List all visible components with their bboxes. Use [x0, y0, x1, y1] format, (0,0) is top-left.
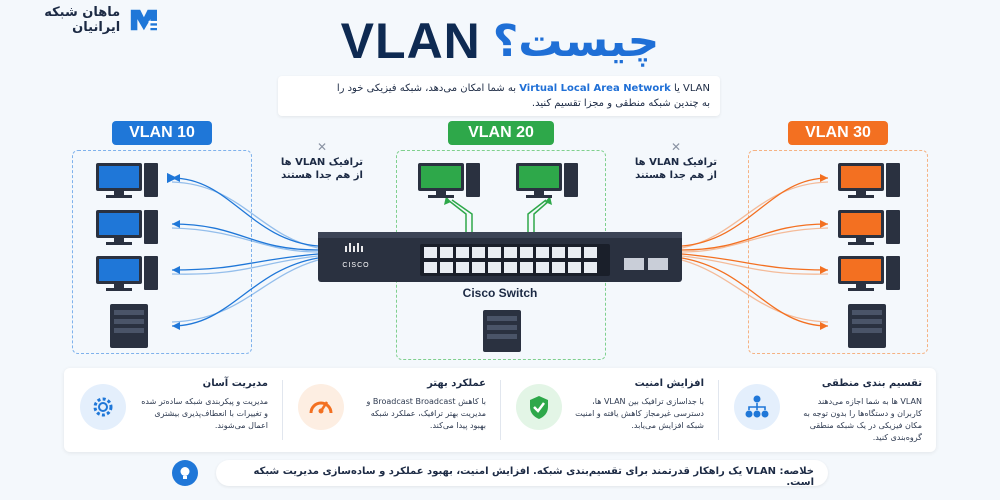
vlan-10-devices	[96, 163, 158, 348]
vlan-30-badge: VLAN 30	[788, 121, 888, 145]
summary-text: خلاصه: VLAN یک راهکار قدرتمند برای تقسیم…	[216, 460, 828, 488]
title-main: VLAN	[340, 13, 481, 69]
page-title: VLAN چیست؟	[280, 10, 720, 72]
separation-mark-right: ✕	[670, 140, 682, 154]
pc-icon	[838, 256, 900, 291]
divider	[500, 380, 501, 440]
traffic-note-left: ترافیک VLAN ها از هم جدا هستند	[272, 156, 372, 182]
divider	[718, 380, 719, 440]
gear-icon	[80, 384, 126, 430]
hierarchy-icon	[734, 384, 780, 430]
traffic-note-right: ترافیک VLAN ها از هم جدا هستند	[626, 156, 726, 182]
pc-icon	[96, 163, 158, 198]
server-icon	[848, 304, 886, 348]
traffic-note-right-line1: ترافیک VLAN ها	[634, 157, 718, 168]
vlan-10-links	[166, 172, 319, 327]
pc-icon	[96, 256, 158, 291]
feature-desc: مدیریت و پیکربندی شبکه ساده‌تر شده و تغی…	[141, 397, 268, 430]
feature-title: عملکرد بهتر	[427, 378, 486, 389]
cisco-switch	[318, 232, 682, 282]
separation-mark-left: ✕	[316, 140, 328, 154]
brand-logo-icon	[131, 9, 158, 31]
intro-prefix: VLAN یا	[674, 83, 710, 94]
vlan-20-links	[447, 199, 551, 236]
intro-text: VLAN یا Virtual Local Area Network به شم…	[278, 76, 720, 116]
vlan-10-badge: VLAN 10	[112, 121, 212, 145]
vlan-30-links	[681, 177, 829, 327]
server-icon	[110, 304, 148, 348]
lightbulb-icon	[172, 460, 198, 486]
brand: ماهان شبکه ایرانیان	[0, 0, 170, 40]
intro-line2: به چندین شبکه منطقی و مجزا تقسیم کنید.	[531, 98, 710, 109]
feature-better-performance: عملکرد بهتر با کاهش Broadcast Broadcast …	[282, 368, 500, 452]
title-question: چیست؟	[492, 15, 660, 67]
pc-icon	[838, 163, 900, 198]
vlan-30-group	[748, 150, 928, 354]
divider	[282, 380, 283, 440]
traffic-note-right-line2: از هم جدا هستند	[635, 170, 717, 181]
pc-icon	[418, 163, 480, 198]
feature-title: افزایش امنیت	[634, 378, 704, 389]
vlan-20-badge: VLAN 20	[448, 121, 554, 145]
feature-desc: با جداسازی ترافیک بین VLAN ها، دسترسی غی…	[575, 397, 704, 430]
traffic-note-left-line2: از هم جدا هستند	[281, 170, 363, 181]
vlan-20-devices	[418, 163, 578, 352]
vlan-10-group	[72, 150, 252, 354]
server-icon	[483, 310, 521, 352]
pc-icon	[516, 163, 578, 198]
switch-label: Cisco Switch	[462, 286, 538, 300]
feature-title: تقسیم بندی منطقی	[821, 378, 922, 389]
switch-brand: CISCO	[342, 262, 370, 269]
feature-logical-segmentation: تقسیم بندی منطقی VLAN ها به شما اجازه می…	[718, 368, 936, 452]
traffic-note-left-line1: ترافیک VLAN ها	[280, 157, 364, 168]
pc-icon	[96, 210, 158, 245]
brand-name: ماهان شبکه ایرانیان	[44, 5, 121, 35]
feature-security: افزایش امنیت با جداسازی ترافیک بین VLAN …	[500, 368, 718, 452]
pc-icon	[838, 210, 900, 245]
vlan-30-devices	[838, 163, 900, 348]
feature-title: مدیریت آسان	[202, 378, 268, 389]
intro-rest: به شما امکان می‌دهد، شبکه فیزیکی خود را	[336, 83, 517, 94]
feature-desc: با کاهش Broadcast Broadcast و مدیریت بهت…	[366, 397, 486, 430]
feature-desc: VLAN ها به شما اجازه می‌دهند کاربران و د…	[803, 397, 922, 442]
shield-icon	[516, 384, 562, 430]
features-panel: مدیریت آسان مدیریت و پیکربندی شبکه ساده‌…	[64, 368, 936, 452]
feature-easy-management: مدیریت آسان مدیریت و پیکربندی شبکه ساده‌…	[64, 368, 282, 452]
intro-term: Virtual Local Area Network	[519, 83, 671, 94]
speedometer-icon	[298, 384, 344, 430]
